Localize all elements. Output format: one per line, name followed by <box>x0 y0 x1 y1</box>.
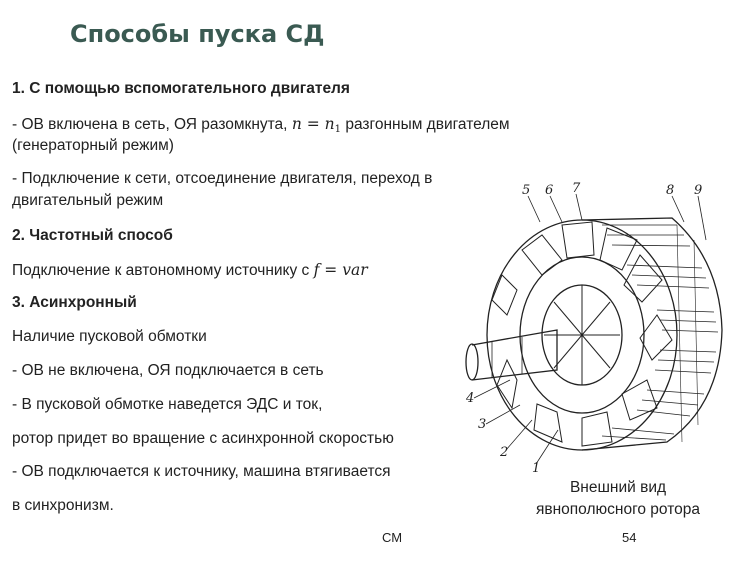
caption-line-1: Внешний вид <box>569 479 667 496</box>
section-3-line-1: Наличие пусковой обмотки <box>12 328 207 345</box>
formula-n-equals-n1: n = n1 <box>291 115 342 135</box>
section-3-line-4: ротор придет во вращение с асинхронной с… <box>12 430 394 447</box>
footer-left: СМ <box>382 530 403 545</box>
section-1-line-1-text: - ОВ включена в сеть, ОЯ разомкнута, <box>12 116 288 133</box>
slide-title: Способы пуска СД <box>70 20 325 48</box>
section-1-line-1: - ОВ включена в сеть, ОЯ разомкнута, n =… <box>12 115 510 135</box>
section-2-line-1: Подключение к автономному источнику с f … <box>12 261 368 280</box>
section-1-line-3: - Подключение к сети, отсоединение двига… <box>12 170 433 187</box>
section-1-line-2: (генераторный режим) <box>12 137 174 154</box>
section-1-heading: 1. С помощью вспомогательного двигателя <box>12 80 350 97</box>
section-3-line-6: в синхронизм. <box>12 497 114 514</box>
figure-label-2: 2 <box>499 445 508 460</box>
section-3-line-5: - ОВ подключается к источнику, машина вт… <box>12 463 391 480</box>
formula-f-var: f = var <box>313 261 368 279</box>
page-number: 54 <box>622 530 637 545</box>
figure-label-4: 4 <box>465 391 474 406</box>
section-3-line-2: - ОВ не включена, ОЯ подключается в сеть <box>12 362 324 379</box>
salient-pole-rotor-drawing: 5 6 7 8 9 4 3 2 1 <box>465 181 723 475</box>
figure-label-3: 3 <box>478 417 486 432</box>
figure-label-9: 9 <box>694 183 702 198</box>
figure-label-1: 1 <box>532 461 540 475</box>
section-2-heading: 2. Частотный способ <box>12 227 173 244</box>
caption-line-2: явнополюсного ротора <box>535 501 700 518</box>
figure-label-5: 5 <box>522 183 530 198</box>
section-1-line-4: двигательный режим <box>12 192 164 209</box>
section-3-heading: 3. Асинхронный <box>12 294 137 311</box>
figure-caption: Внешний вид явнополюсного ротора <box>516 477 720 521</box>
figure-label-6: 6 <box>545 183 553 198</box>
section-3-line-3: - В пусковой обмотке наведется ЭДС и ток… <box>12 396 323 413</box>
figure-label-7: 7 <box>572 181 581 196</box>
section-2-line-1-text: Подключение к автономному источнику с <box>12 262 310 279</box>
figure-label-8: 8 <box>666 183 674 198</box>
section-1-line-1-tail: разгонным двигателем <box>345 116 510 133</box>
